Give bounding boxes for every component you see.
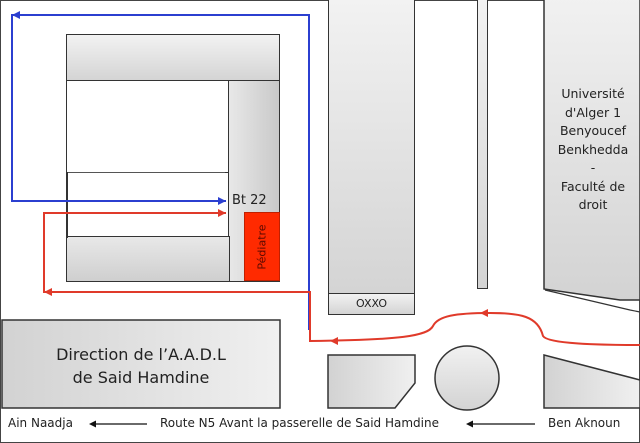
oxxo-label: OXXO: [356, 297, 387, 310]
university-building: [543, 0, 640, 301]
road-center-label: Route N5 Avant la passerelle de Said Ham…: [160, 416, 439, 430]
pediatre-block[interactable]: Pédiatre: [244, 212, 280, 281]
blue-arrow-head-bt22: [218, 197, 226, 205]
blue-route: [11, 14, 310, 330]
road-left-label: Ain Naadja: [8, 416, 73, 430]
block-wedge: [543, 354, 640, 409]
red-route: [43, 212, 640, 346]
building-inner-line: [67, 172, 225, 173]
building-bottom-wing: [66, 236, 230, 282]
red-arrow-head-road: [330, 337, 338, 345]
road-right-label: Ben Aknoun: [548, 416, 621, 430]
building-label: Bt 22: [232, 193, 267, 208]
building-left-edge: [66, 172, 68, 238]
roundabout: [434, 345, 500, 411]
block-chamfered: [327, 354, 416, 409]
red-arrow-head-bt22: [218, 209, 226, 217]
narrow-divider: [477, 0, 488, 289]
blue-arrow-head-top: [12, 11, 20, 19]
aadl-building: [1, 319, 281, 409]
oxxo-store[interactable]: OXXO: [328, 293, 415, 315]
building-left-wall: [66, 80, 229, 173]
aadl-label: Direction de l’A.A.D.L de Said Hamdine: [56, 345, 226, 387]
university-label: Université d'Alger 1 Benyoucef Benkhedda…: [557, 86, 629, 212]
wedge-top-right: [544, 289, 640, 313]
red-arrow-head-mid: [480, 309, 488, 317]
red-arrow-head-left: [44, 288, 52, 296]
